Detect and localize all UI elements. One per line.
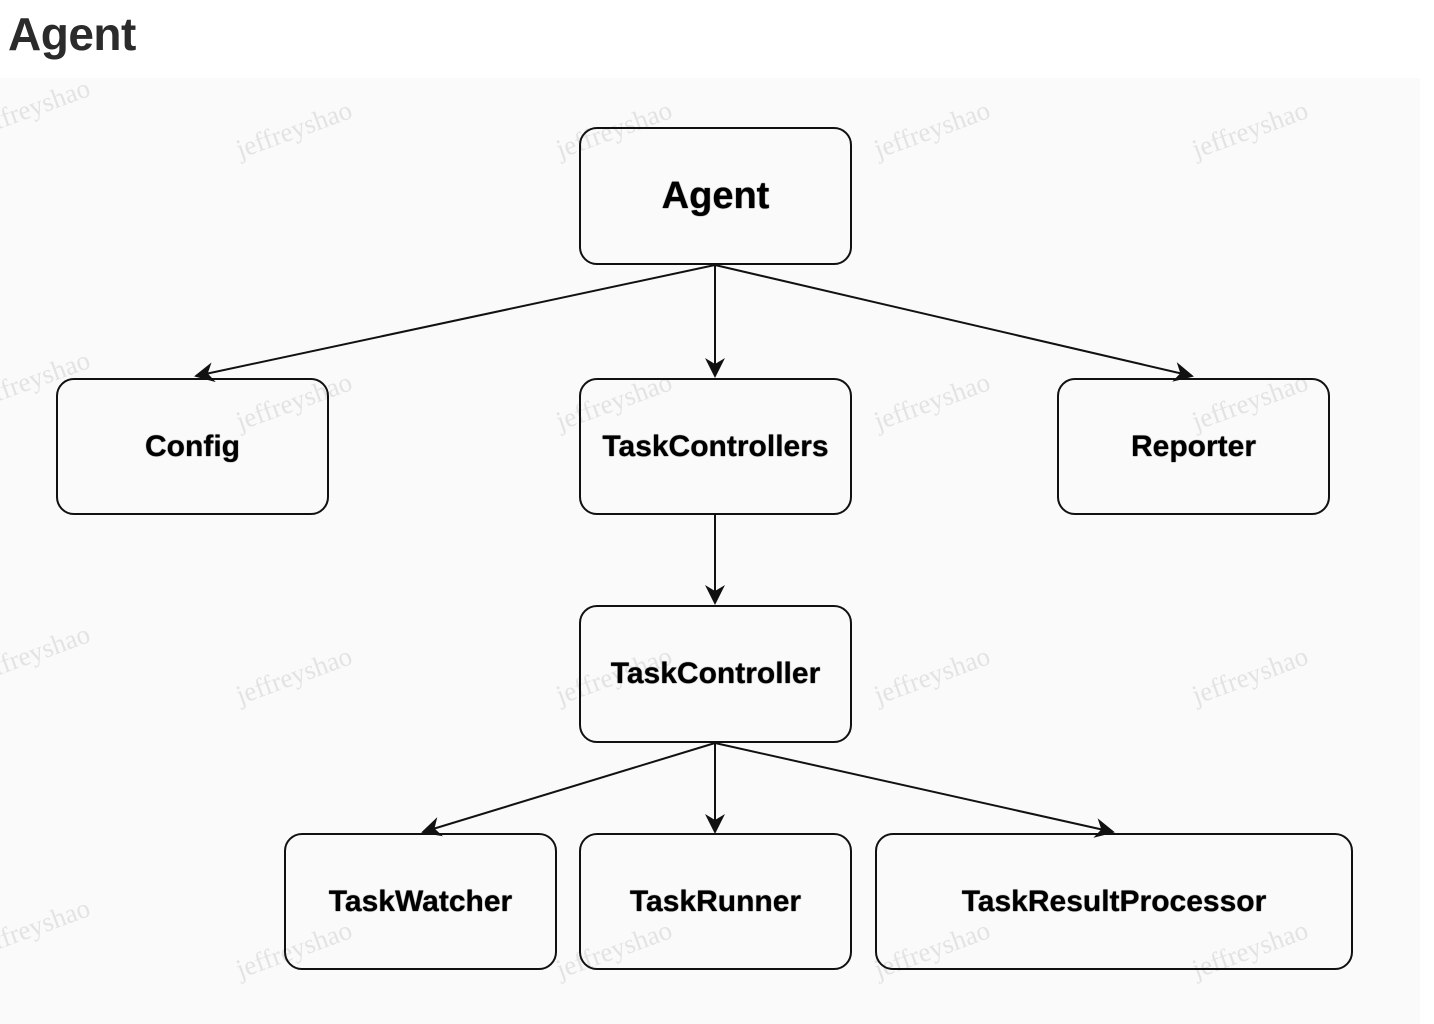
node-task-watcher[interactable]: TaskWatcher xyxy=(284,833,557,970)
node-agent[interactable]: Agent xyxy=(579,127,852,265)
node-task-result-processor[interactable]: TaskResultProcessor xyxy=(875,833,1353,970)
node-task-controller[interactable]: TaskController xyxy=(579,605,852,743)
edges-layer xyxy=(194,264,1194,838)
diagram-canvas: jeffreyshao jeffreyshao jeffreyshao jeff… xyxy=(0,78,1420,1024)
node-task-controllers[interactable]: TaskControllers xyxy=(579,378,852,515)
node-reporter[interactable]: Reporter xyxy=(1057,378,1330,515)
edge-task-controller-to-task-watcher xyxy=(421,742,716,837)
edge-agent-to-config xyxy=(194,264,716,383)
edge-task-controller-to-task-result-processor xyxy=(714,742,1115,838)
node-config[interactable]: Config xyxy=(56,378,329,515)
edge-agent-to-reporter xyxy=(714,264,1194,382)
node-task-runner[interactable]: TaskRunner xyxy=(579,833,852,970)
page-heading: Agent xyxy=(8,8,136,60)
